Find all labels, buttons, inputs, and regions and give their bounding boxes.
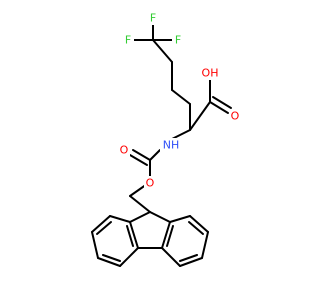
bond-right-ring-inner-3: [166, 225, 174, 247]
fluorine-label-left: F: [125, 34, 131, 47]
bond-c1-o-double-b: [212, 96, 232, 109]
bond-left-ring-inner-3: [126, 225, 134, 247]
bond-left-ring-3: [91, 231, 99, 259]
bond-left-ring-6: [129, 221, 139, 249]
bond-c2-c1: [189, 101, 211, 131]
bond-c1-o-double-a: [209, 101, 229, 114]
bond-c9-c8a: [149, 211, 171, 223]
bond-left-ring-2: [91, 215, 111, 233]
molecule-canvas: F F F OH O NH O O: [91, 11, 241, 267]
bond-left-ring-4: [97, 257, 121, 267]
bond-left-ring-5: [119, 247, 139, 267]
bond-c6-c5: [152, 39, 173, 63]
bond-left-ring-1: [109, 215, 131, 223]
bond-ch2-c9: [129, 195, 151, 213]
bond-right-ring-inner-2: [179, 254, 198, 262]
bond-right-ring-2: [189, 215, 209, 233]
bond-left-ring-inner-2: [102, 254, 121, 262]
bond-c9-c9a: [129, 211, 151, 223]
ester-oxygen-label: O: [146, 177, 155, 190]
bond-n-ccarbamate: [149, 149, 161, 161]
fluorine-label-top: F: [150, 12, 156, 25]
atom-labels: F F F OH O NH O O: [118, 11, 241, 190]
structure-drawing: F F F OH O NH O O: [91, 11, 241, 267]
bonds: [91, 17, 232, 267]
bond-left-ring-inner-1: [96, 221, 112, 235]
bond-right-ring-5: [161, 247, 181, 267]
hydroxyl-label: OH: [202, 67, 219, 80]
bond-right-ring-4: [179, 257, 203, 267]
amine-label: NH: [163, 139, 180, 152]
bond-right-ring-3: [201, 231, 209, 259]
bond-right-ring-6: [161, 221, 171, 249]
fluorine-label-right: F: [175, 34, 181, 47]
carbamate-carbonyl-oxygen-label: O: [120, 144, 129, 157]
bond-ccarbamate-o-double-a: [132, 149, 151, 161]
bond-c4-c3: [171, 89, 191, 105]
bond-right-ring-inner-1: [188, 221, 204, 235]
bond-right-ring-1: [169, 215, 191, 223]
acid-carbonyl-oxygen-label: O: [231, 110, 240, 123]
bond-ccarbamate-o-double-b: [129, 154, 148, 166]
